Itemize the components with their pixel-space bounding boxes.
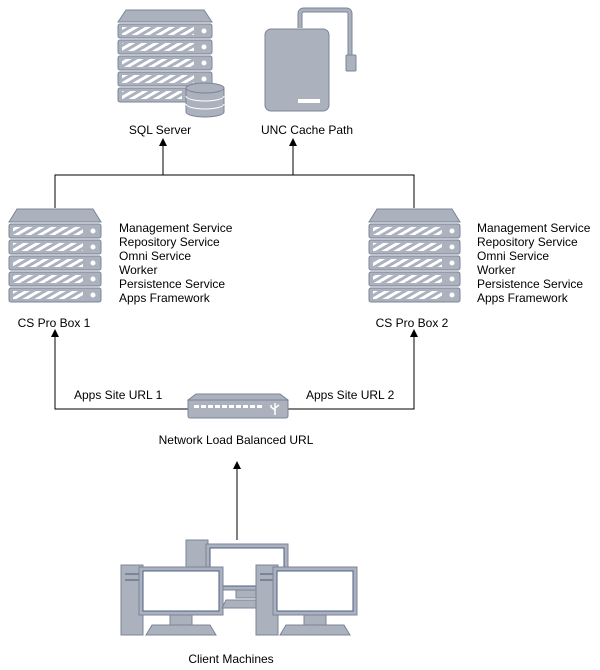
edge-label-url-2: Apps Site URL 2 [306, 388, 395, 402]
service-item: Repository Service [477, 235, 578, 249]
database-cylinder-icon [185, 82, 225, 118]
sql-server-node[interactable]: SQL Server [117, 9, 225, 137]
cs-pro-box-1-label: CS Pro Box 1 [18, 316, 91, 330]
box2-service-list: Management Service Repository Service Om… [477, 221, 591, 305]
load-balancer-node[interactable]: Network Load Balanced URL [159, 393, 314, 447]
cs-pro-box-2-label: CS Pro Box 2 [376, 316, 449, 330]
cs-pro-box-2-node[interactable]: CS Pro Box 2 Management Service Reposito… [368, 208, 591, 330]
unc-cache-label: UNC Cache Path [261, 123, 353, 137]
service-item: Worker [477, 263, 515, 277]
edge-box2-to-bus [293, 174, 415, 208]
service-item: Management Service [119, 221, 233, 235]
load-balancer-label: Network Load Balanced URL [159, 433, 314, 447]
client-machines-label: Client Machines [188, 652, 273, 666]
network-switch-icon [186, 393, 290, 419]
service-item: Worker [119, 263, 157, 277]
unc-cache-node[interactable]: UNC Cache Path [261, 7, 357, 137]
sql-server-label: SQL Server [129, 123, 191, 137]
external-drive-icon [264, 7, 357, 112]
edge-lb-to-box1 [51, 329, 188, 410]
service-item: Apps Framework [119, 291, 211, 305]
service-item: Persistence Service [477, 277, 583, 291]
server-icon [368, 208, 461, 303]
service-item: Apps Framework [477, 291, 569, 305]
connectors [51, 138, 418, 540]
edge-label-url-1: Apps Site URL 1 [74, 388, 163, 402]
database-server-icon [117, 9, 225, 118]
service-item: Omni Service [119, 249, 191, 263]
service-item: Management Service [477, 221, 591, 235]
desktop-computers-icon [120, 539, 358, 636]
edge-box1-to-bus [54, 174, 163, 208]
service-item: Persistence Service [119, 277, 225, 291]
edge-lb-to-box2 [288, 329, 418, 410]
server-icon [8, 208, 102, 303]
usb-symbol-icon [270, 403, 280, 415]
service-item: Omni Service [477, 249, 549, 263]
client-machines-node[interactable]: Client Machines [120, 539, 358, 666]
box1-service-list: Management Service Repository Service Om… [119, 221, 233, 305]
service-item: Repository Service [119, 235, 220, 249]
cs-pro-box-1-node[interactable]: CS Pro Box 1 Management Service Reposito… [8, 208, 233, 330]
